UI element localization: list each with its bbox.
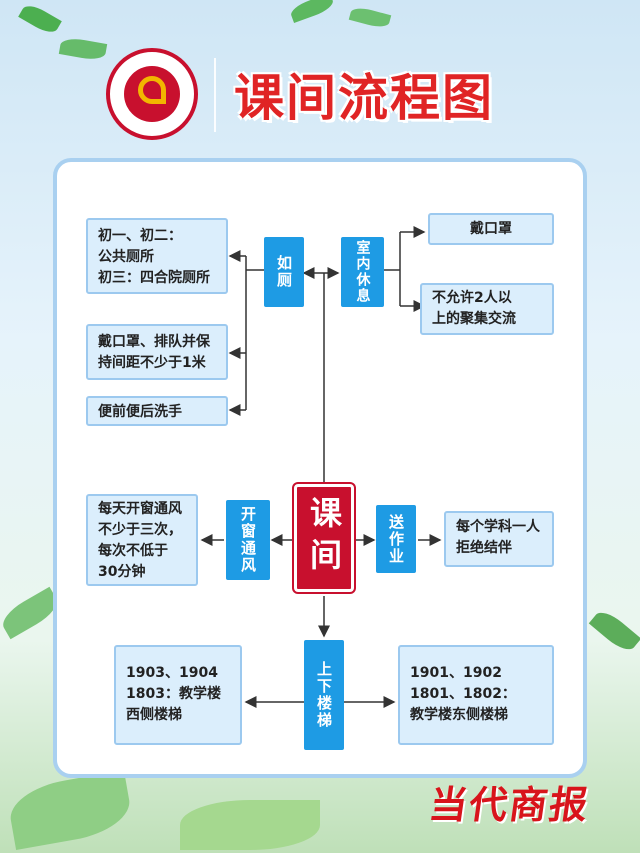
center-node-kejian: 课间 (294, 484, 354, 592)
box-stairs-east: 1901、1902 1801、1802： 教学楼东侧楼梯 (398, 645, 554, 745)
page-title: 课间流程图 (234, 69, 494, 127)
node-ruce: 如厕 (264, 237, 304, 307)
leaf-decoration (180, 800, 320, 850)
box-stairs-west: 1903、1904 1803：教学楼 西侧楼梯 (114, 645, 242, 745)
node-shinei: 室内休息 (341, 237, 384, 307)
box-handwash: 便前便后洗手 (86, 396, 228, 426)
box-queue-distance: 戴口罩、排队并保 持间距不少于1米 (86, 324, 228, 380)
node-songzuoye: 送作业 (376, 505, 416, 573)
box-mask: 戴口罩 (428, 213, 554, 245)
header-divider (214, 58, 216, 132)
box-toilet-grades: 初一、初二： 公共厕所 初三：四合院厕所 (86, 218, 228, 294)
school-logo (106, 48, 198, 140)
node-kaichuang: 开窗通风 (226, 500, 270, 580)
box-homework: 每个学科一人 拒绝结伴 (444, 511, 554, 567)
box-no-gathering: 不允许2人以 上的聚集交流 (420, 283, 554, 335)
box-ventilation: 每天开窗通风 不少于三次， 每次不低于 30分钟 (86, 494, 198, 586)
node-louti: 上下楼梯 (304, 640, 344, 750)
brand-watermark: 当代商报 (426, 782, 593, 827)
logo-emblem-icon (124, 66, 180, 122)
